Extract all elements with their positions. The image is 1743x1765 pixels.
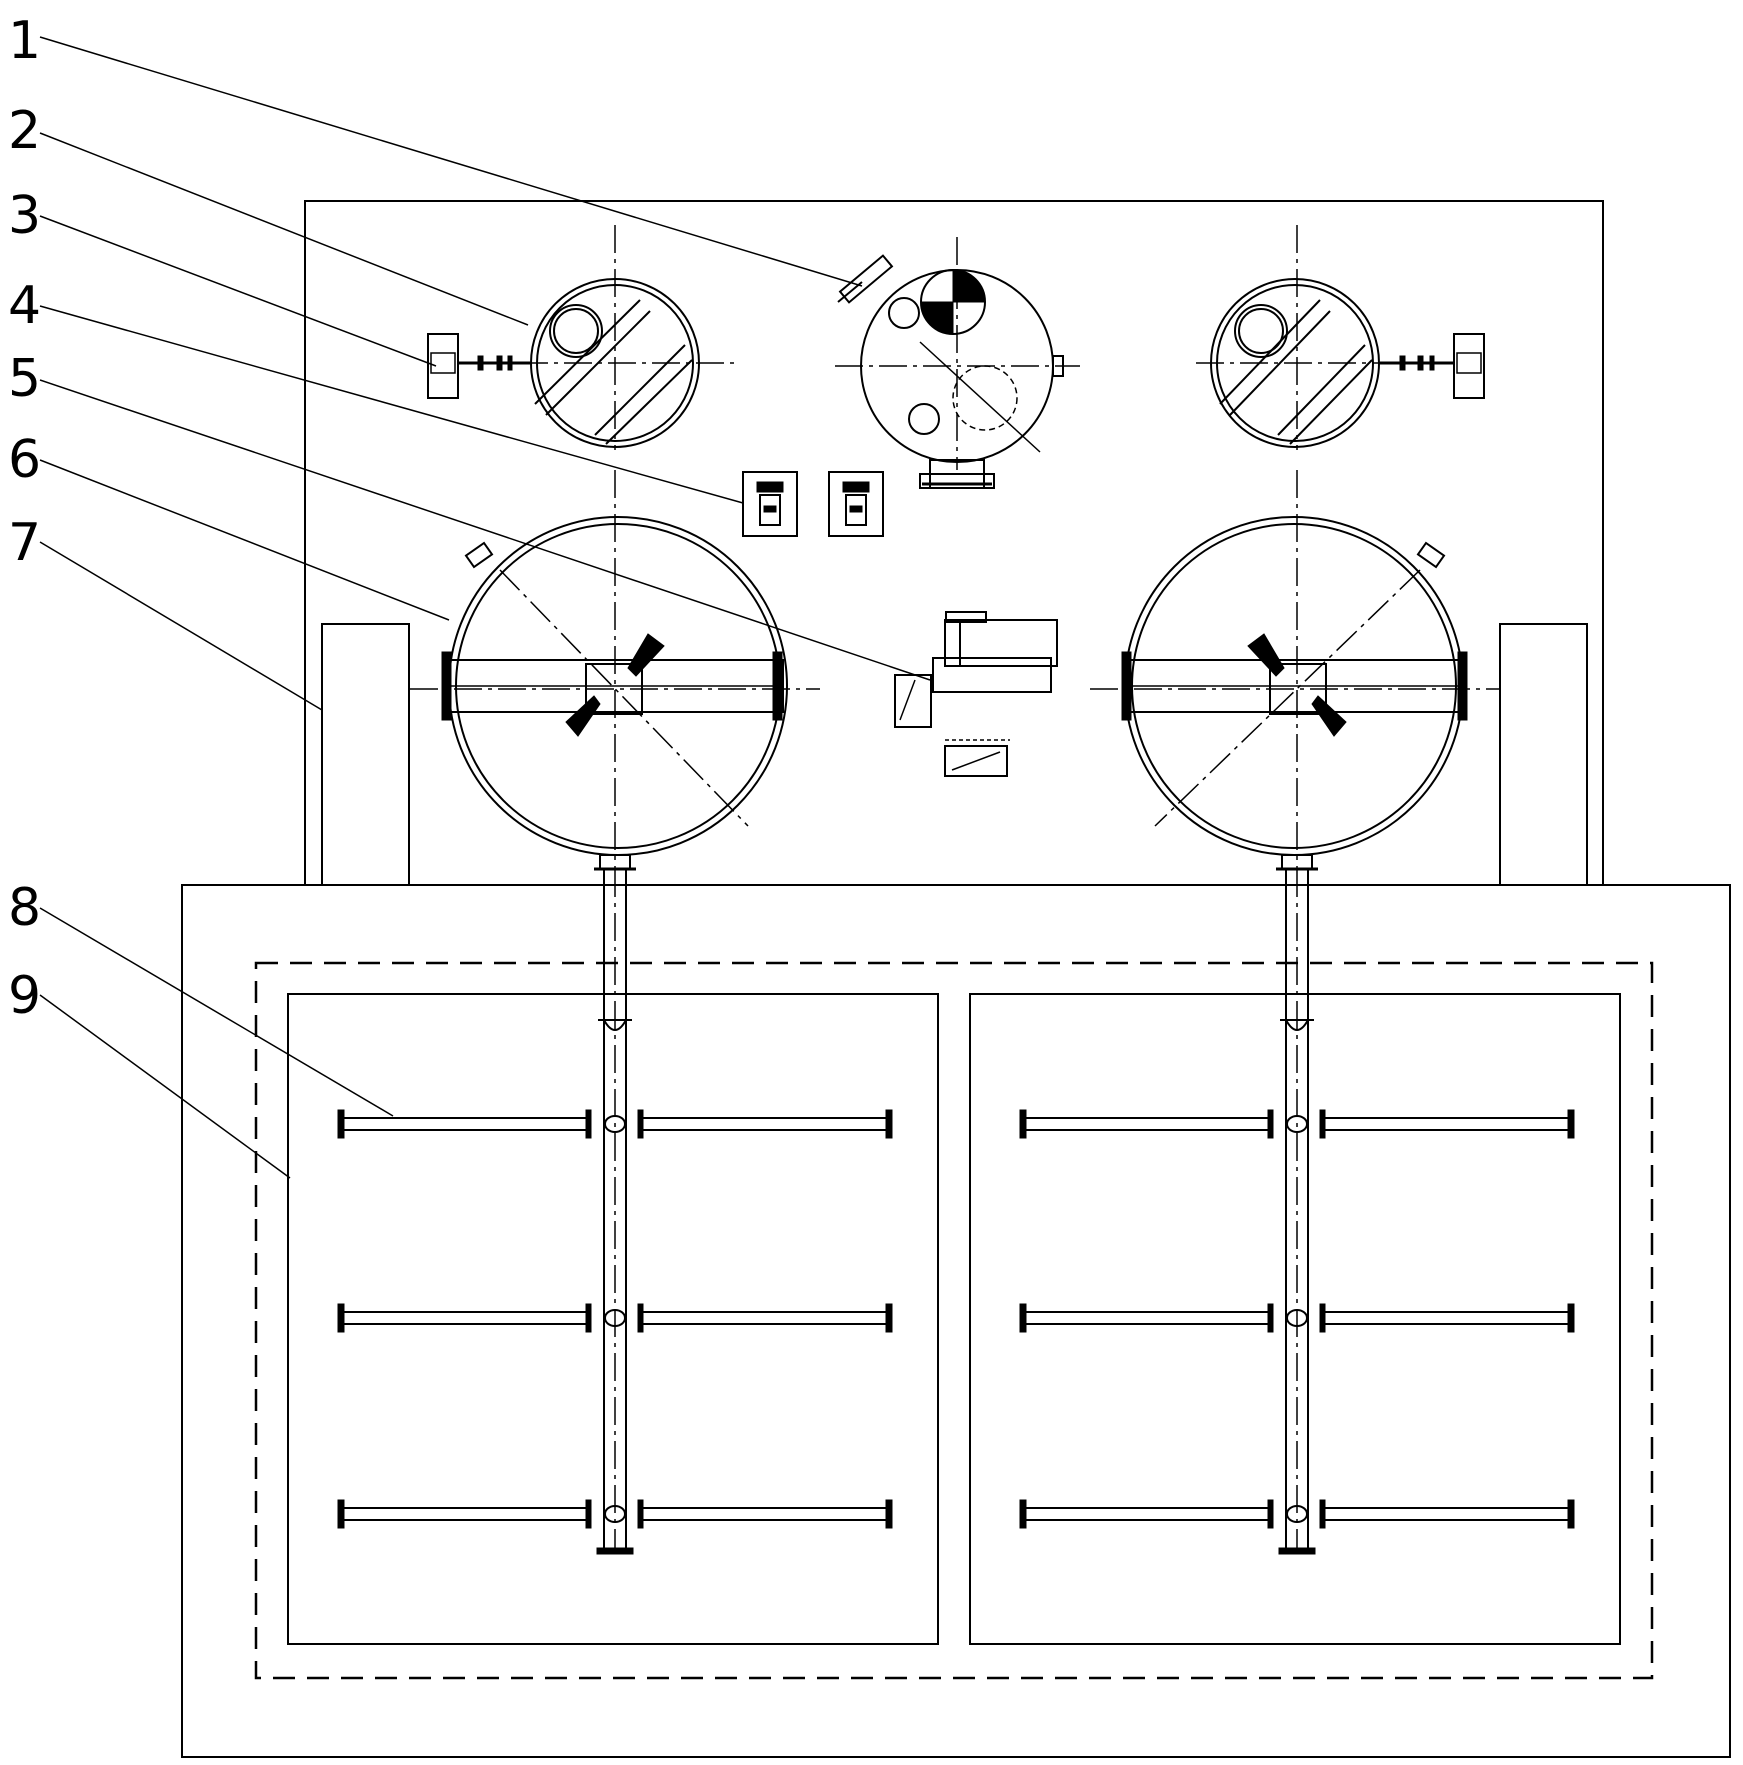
right-small-vessel [1196,225,1485,450]
lower-tank-base [181,884,1731,1758]
central-top-vessel [835,237,1080,489]
callout-1: 1 [8,11,41,71]
left-distribution-piping [337,869,893,1555]
left-large-vessel [410,470,820,871]
right-tank [969,993,1621,1645]
callout-6: 6 [8,430,41,490]
left-side-support [321,623,410,886]
callout-3: 3 [8,186,41,246]
upper-equipment-panel [304,200,1604,886]
insulation-boundary [254,961,1654,1680]
left-small-vessel [427,225,740,450]
callout-2: 2 [8,101,41,161]
central-pump-motor [894,611,1058,777]
callout-4: 4 [8,276,41,336]
left-tank [287,993,939,1645]
instrument-box-left [742,471,798,537]
callout-5: 5 [8,349,41,409]
right-distribution-piping [1019,869,1575,1555]
callout-7: 7 [8,513,41,573]
callout-8: 8 [8,878,41,938]
callout-9: 9 [8,966,41,1026]
right-large-vessel [1090,470,1500,871]
leader-lines [39,36,931,1179]
right-side-support [1499,623,1588,886]
instrument-box-right [828,471,884,537]
